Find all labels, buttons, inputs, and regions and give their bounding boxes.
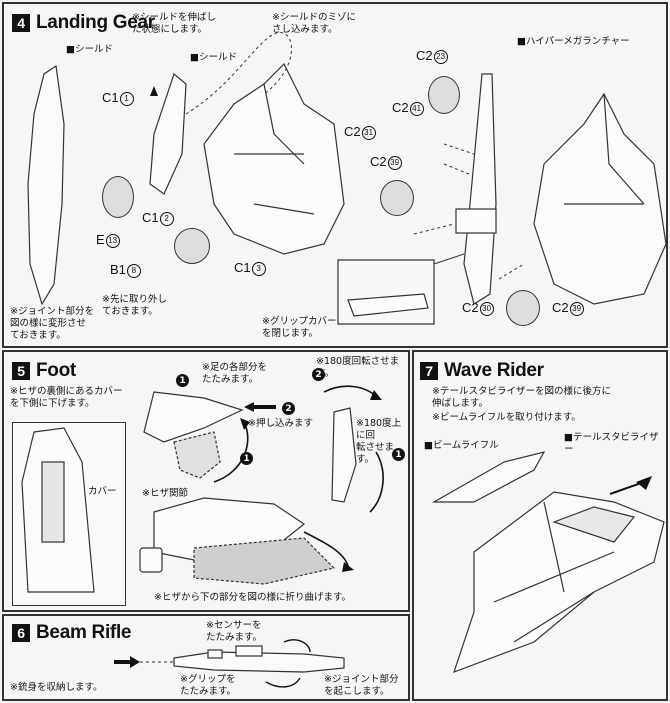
shield-drawing-left — [27, 64, 65, 306]
note-attach-beam-rifle: ※ビームライフルを取り付けます。 — [432, 412, 581, 423]
note-rotate-up-180: ※180度上に回 転させます。 — [356, 418, 402, 465]
section-title-text: Landing Gear — [36, 12, 155, 33]
note-shield-groove: ※シールドのミゾに さし込みます。 — [272, 12, 356, 35]
step-2-badge: 2 — [282, 402, 295, 415]
note-push-in: ※押し込みます — [248, 418, 313, 429]
mecha-drawing-right — [533, 92, 667, 305]
section-number: 5 — [12, 362, 30, 380]
section-number: 6 — [12, 624, 30, 642]
label-knee-joint: ※ヒザ関節 — [142, 488, 188, 499]
shield-drawing-mid — [149, 72, 187, 195]
zoom-detail-c2-39b — [506, 290, 540, 326]
note-remove-first: ※先に取り外し ておきます。 — [102, 294, 167, 317]
step-2-badge: 2 — [312, 368, 325, 381]
wave-rider-title: 7 Wave Rider — [420, 360, 544, 382]
foot-illustration — [21, 385, 384, 593]
note-fold-grip: ※グリップを たたみます。 — [180, 674, 237, 697]
foot-panel: 5 Foot ※ヒザの裏側にあるカバー を下側に下げます。 ※足の各部分を たた… — [2, 350, 410, 612]
note-close-grip-cover: ※グリップカバー を閉じます。 — [262, 316, 337, 339]
note-knee-cover: ※ヒザの裏側にあるカバー を下側に下げます。 — [10, 386, 123, 409]
landing-gear-title: 4 Landing Gear — [12, 12, 155, 34]
wave-rider-panel: 7 Wave Rider ※テールスタビライザーを図の様に後方に 伸ばします。 … — [412, 350, 668, 701]
note-shield-extend: ※シールドを伸ばし た状態にします。 — [132, 12, 216, 35]
foot-title: 5 Foot — [12, 360, 76, 382]
section-title-text: Wave Rider — [444, 360, 544, 381]
step-1-badge: 1 — [392, 448, 405, 461]
note-fold-foot-parts: ※足の各部分を たたみます。 — [202, 362, 267, 385]
beam-rifle-panel: 6 Beam Rifle ※センサーを たたみます。 ※銃身を収納します。 ※グ… — [2, 614, 410, 701]
note-retract-barrel: ※銃身を収納します。 — [10, 682, 103, 693]
label-tail-stabilizer: ■テールスタビライザー — [564, 432, 659, 455]
label-shield-mid: ■シールド — [190, 52, 237, 63]
note-fold-sensor: ※センサーを たたみます。 — [206, 620, 263, 643]
launcher-drawing — [463, 73, 497, 305]
note-rotate-180: ※180度回転させます。 — [316, 356, 400, 379]
note-fold-below-knee: ※ヒザから下の部分を図の様に折り曲げます。 — [154, 592, 352, 603]
note-tail-stabilizer: ※テールスタビライザーを図の様に後方に 伸ばします。 — [432, 386, 611, 409]
step-1-badge: 1 — [240, 452, 253, 465]
section-number: 4 — [12, 14, 30, 32]
section-title-text: Foot — [36, 360, 76, 381]
zoom-detail-e13 — [102, 176, 134, 218]
section-number: 7 — [420, 362, 438, 380]
label-cover: カバー — [88, 486, 117, 497]
zoom-detail-c2-39a — [380, 180, 414, 216]
note-raise-joint: ※ジョイント部分 を起こします。 — [324, 674, 399, 697]
label-hyper-mega-launcher: ■ハイパーメガランチャー — [517, 36, 630, 47]
label-beam-rifle: ■ビームライフル — [424, 440, 499, 451]
beam-rifle-title: 6 Beam Rifle — [12, 622, 132, 644]
mecha-drawing-left — [203, 62, 345, 255]
section-title-text: Beam Rifle — [36, 622, 132, 643]
zoom-detail-c1-3 — [174, 228, 210, 264]
label-shield-left: ■シールド — [66, 44, 113, 55]
wave-rider-illustration — [431, 451, 665, 674]
zoom-detail-c2-23 — [428, 76, 460, 114]
landing-gear-panel: 4 Landing Gear ※シールドを伸ばし た状態にします。 ※シールドの… — [2, 2, 668, 348]
landing-gear-illustration — [27, 31, 667, 325]
note-joint-transform: ※ジョイント部分を 図の様に変形させ ておきます。 — [10, 306, 94, 341]
step-1-badge: 1 — [176, 374, 189, 387]
beam-rifle-illustration — [114, 639, 345, 688]
